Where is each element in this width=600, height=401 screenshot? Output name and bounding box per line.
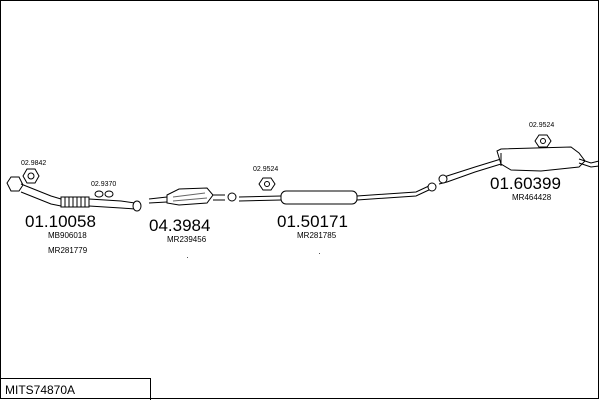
reference-number: MR281779 [48,246,88,255]
part-number: 01.50171 [277,212,348,231]
accessory-label: 02.9370 [91,181,117,188]
accessory-part-02-9370 [94,190,114,198]
catalytic-converter [148,187,237,206]
diagram-code-box: MITS74870A [1,378,151,400]
reference-number: MR464428 [512,193,552,202]
accessory-part-02-9842 [22,168,40,184]
rear-silencer [438,146,600,185]
marker-dot [187,257,188,258]
reference-number: MR281785 [297,231,337,240]
accessory-part-02-9524-b [534,134,552,148]
diagram-code: MITS74870A [5,383,76,397]
accessory-label: 02.9524 [253,166,279,173]
reference-number: MR239456 [167,235,207,244]
center-pipe [238,182,437,205]
accessory-part-02-9524-a [258,177,276,191]
accessory-label: 02.9842 [21,160,47,167]
marker-dot [319,253,320,254]
part-number: 01.60399 [490,174,561,193]
accessory-label: 02.9524 [529,122,555,129]
front-pipe [6,176,142,212]
part-number: 01.10058 [25,212,96,231]
part-number: 04.3984 [149,216,211,235]
reference-number: MB906018 [48,231,87,240]
